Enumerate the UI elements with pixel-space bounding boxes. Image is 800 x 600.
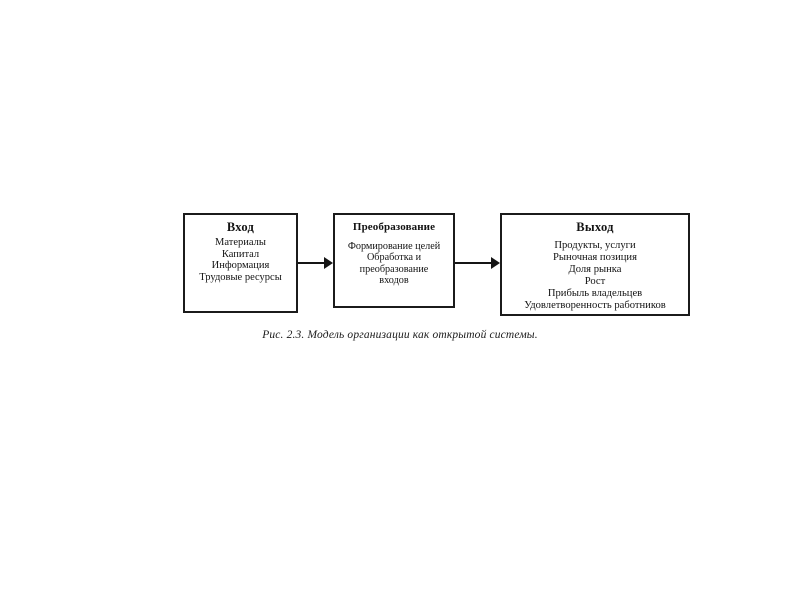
node-item: Трудовые ресурсы bbox=[199, 271, 282, 283]
node-item: Капитал bbox=[221, 248, 260, 260]
node-box-transform: Преобразование Формирование целей Обрабо… bbox=[333, 213, 455, 308]
node-item: Доля рынка bbox=[568, 264, 622, 275]
node-items-transform: Формирование целей Обработка и преобразо… bbox=[335, 241, 453, 287]
arrow-head-icon bbox=[491, 257, 500, 269]
node-item: Формирование целей bbox=[347, 241, 441, 252]
node-item: Рыночная позиция bbox=[553, 252, 637, 263]
arrow-transform-to-output bbox=[455, 257, 501, 269]
node-title-output: Выход bbox=[576, 220, 614, 234]
node-item: Рост bbox=[584, 276, 606, 287]
node-item: Продукты, услуги bbox=[554, 240, 636, 251]
node-title-input: Вход bbox=[226, 220, 255, 234]
node-items-output: Продукты, услуги Рыночная позиция Доля р… bbox=[502, 240, 688, 312]
node-item: Материалы bbox=[215, 237, 266, 248]
node-items-input: Материалы Капитал Информация Трудовые ре… bbox=[185, 237, 296, 283]
node-item: входов bbox=[379, 275, 409, 287]
figure-caption: Рис. 2.3. Модель организации как открыто… bbox=[262, 329, 538, 341]
arrow-shaft bbox=[298, 262, 326, 264]
node-box-output: Выход Продукты, услуги Рыночная позиция … bbox=[500, 213, 690, 316]
node-box-input: Вход Материалы Капитал Информация Трудов… bbox=[183, 213, 298, 313]
node-item: Обработка и bbox=[366, 252, 422, 264]
arrow-input-to-transform bbox=[298, 257, 334, 269]
node-item: Информация bbox=[211, 260, 270, 272]
node-item: Прибыль владельцев bbox=[547, 288, 643, 299]
arrow-shaft bbox=[455, 262, 493, 264]
node-title-transform: Преобразование bbox=[352, 221, 436, 233]
node-item: Удовлетворенность работников bbox=[524, 300, 666, 311]
node-item: преобразование bbox=[359, 263, 429, 275]
arrow-head-icon bbox=[324, 257, 333, 269]
